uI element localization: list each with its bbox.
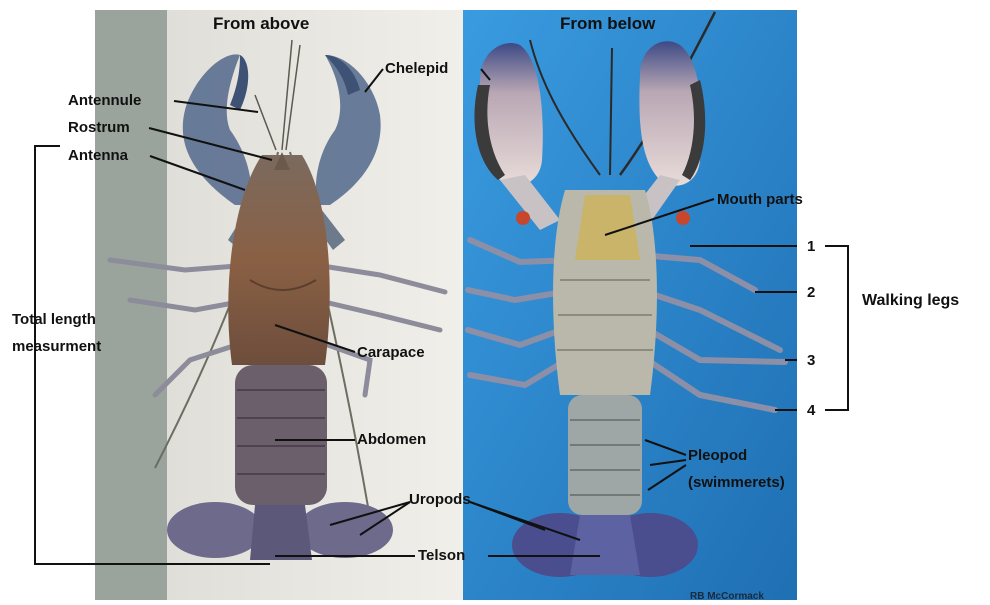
label-carapace: Carapace xyxy=(357,344,425,361)
label-pleopod: Pleopod xyxy=(688,447,747,464)
label-antenna: Antenna xyxy=(68,147,128,164)
heading-from-above: From above xyxy=(213,14,309,34)
label-mouth-parts: Mouth parts xyxy=(717,191,803,208)
label-leg-3: 3 xyxy=(807,352,815,369)
label-total-length: Total length xyxy=(12,311,96,328)
label-leg-1: 1 xyxy=(807,238,815,255)
label-telson: Telson xyxy=(418,547,465,564)
label-total-length-2: measurment xyxy=(12,338,101,355)
label-rostrum: Rostrum xyxy=(68,119,130,136)
label-uropods: Uropods xyxy=(409,491,471,508)
label-leg-4: 4 xyxy=(807,402,815,419)
label-antennule: Antennule xyxy=(68,92,141,109)
label-abdomen: Abdomen xyxy=(357,431,426,448)
label-walking-legs: Walking legs xyxy=(862,292,959,309)
heading-from-below: From below xyxy=(560,14,655,34)
label-chelepid: Chelepid xyxy=(385,60,448,77)
label-leg-2: 2 xyxy=(807,284,815,301)
photo-credit: RB McCormack xyxy=(690,591,764,602)
label-pleopod-2: (swimmerets) xyxy=(688,474,785,491)
